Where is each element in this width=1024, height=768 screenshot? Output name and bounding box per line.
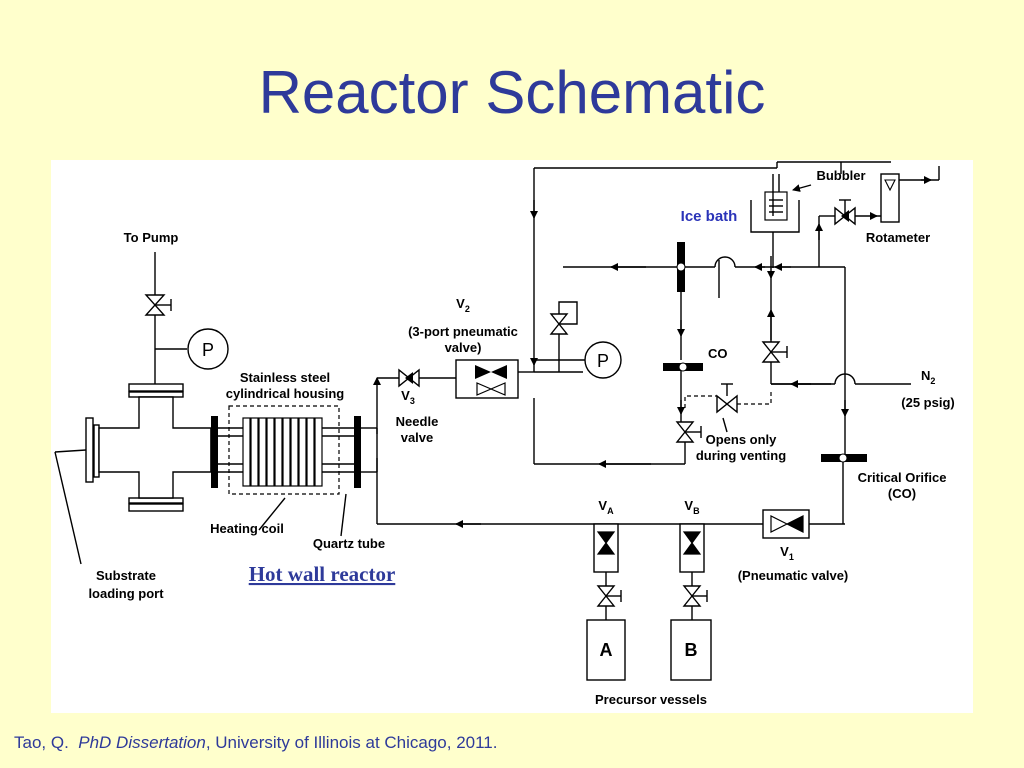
pneumatic-valve-label: (Pneumatic valve) [738, 568, 849, 583]
pressure-regulator: P [530, 167, 777, 468]
cross-fitting [85, 383, 212, 512]
pump-valve [144, 294, 172, 316]
v2-desc-line1: (3-port pneumatic [408, 324, 518, 339]
va-label: VA [598, 498, 614, 516]
v3-label: V3 [401, 388, 415, 406]
n2-supply-line: N2 (25 psig) [761, 266, 955, 454]
vb-label: VB [684, 498, 700, 516]
hot-wall-reactor-label: Hot wall reactor [249, 562, 396, 586]
precursor-vessels-label: Precursor vessels [595, 692, 707, 707]
bubbler-assembly: Ice bath Bubbler [681, 161, 891, 268]
citation: Tao, Q. PhD Dissertation, University of … [14, 733, 497, 753]
precursor-vessel-a: A VA [586, 498, 626, 681]
critical-orifice-label-line1: Critical Orifice [858, 470, 947, 485]
v2-desc-line2: valve) [445, 340, 482, 355]
citation-work: PhD Dissertation [78, 733, 206, 752]
precursor-vessel-b: B VB [670, 498, 712, 681]
citation-rest: , University of Illinois at Chicago, 201… [205, 733, 498, 752]
vessel-b-label: B [685, 640, 698, 660]
v2-pneumatic-valve: V2 (3-port pneumatic valve) [408, 296, 534, 399]
opens-only-label-line2: during venting [696, 448, 786, 463]
v1-pneumatic-valve: V1 (Pneumatic valve) [738, 509, 849, 583]
reactor-schematic-diagram: P To Pump [51, 160, 973, 713]
needle-valve-label-line2: valve [401, 430, 434, 445]
co-label: CO [708, 346, 728, 361]
hot-wall-reactor: Stainless steel cylindrical housing Heat… [210, 370, 395, 586]
co-line: CO [563, 242, 811, 464]
substrate-loading-port: Substrate loading port [54, 449, 164, 601]
psig-label: (25 psig) [901, 395, 954, 410]
needle-valve-label-line1: Needle [396, 414, 439, 429]
pump-line: P To Pump [124, 230, 229, 386]
bubbler-label: Bubbler [816, 168, 865, 183]
v1-label: V1 [780, 544, 794, 562]
pressure-gauge-label: P [597, 351, 609, 371]
to-pump-label: To Pump [124, 230, 179, 245]
n2-label: N2 [921, 368, 935, 386]
vacuum-gauge: P [187, 328, 229, 370]
rotameter: Rotameter [815, 166, 940, 267]
substrate-label-line2: loading port [88, 586, 164, 601]
v3-needle-valve: V3 Needle valve [396, 368, 456, 445]
opens-only-label-line1: Opens only [706, 432, 778, 447]
heating-coil-label: Heating coil [210, 521, 284, 536]
stainless-steel-housing [228, 405, 340, 495]
heating-coil [242, 417, 323, 487]
citation-author: Tao, Q. [14, 733, 69, 752]
housing-label-line2: cylindrical housing [226, 386, 345, 401]
substrate-label-line1: Substrate [96, 568, 156, 583]
critical-orifice-label-line2: (CO) [888, 486, 916, 501]
ice-bath-label: Ice bath [681, 208, 738, 225]
critical-orifice: Critical Orifice (CO) [821, 453, 947, 524]
rotameter-label: Rotameter [866, 230, 930, 245]
v2-label: V2 [456, 296, 470, 314]
vessel-a-label: A [600, 640, 613, 660]
vacuum-gauge-label: P [202, 340, 214, 360]
housing-label-line1: Stainless steel [240, 370, 330, 385]
quartz-tube-label: Quartz tube [313, 536, 385, 551]
venting-bypass-valve: Opens only during venting [684, 383, 786, 463]
slide-title: Reactor Schematic [258, 59, 766, 126]
